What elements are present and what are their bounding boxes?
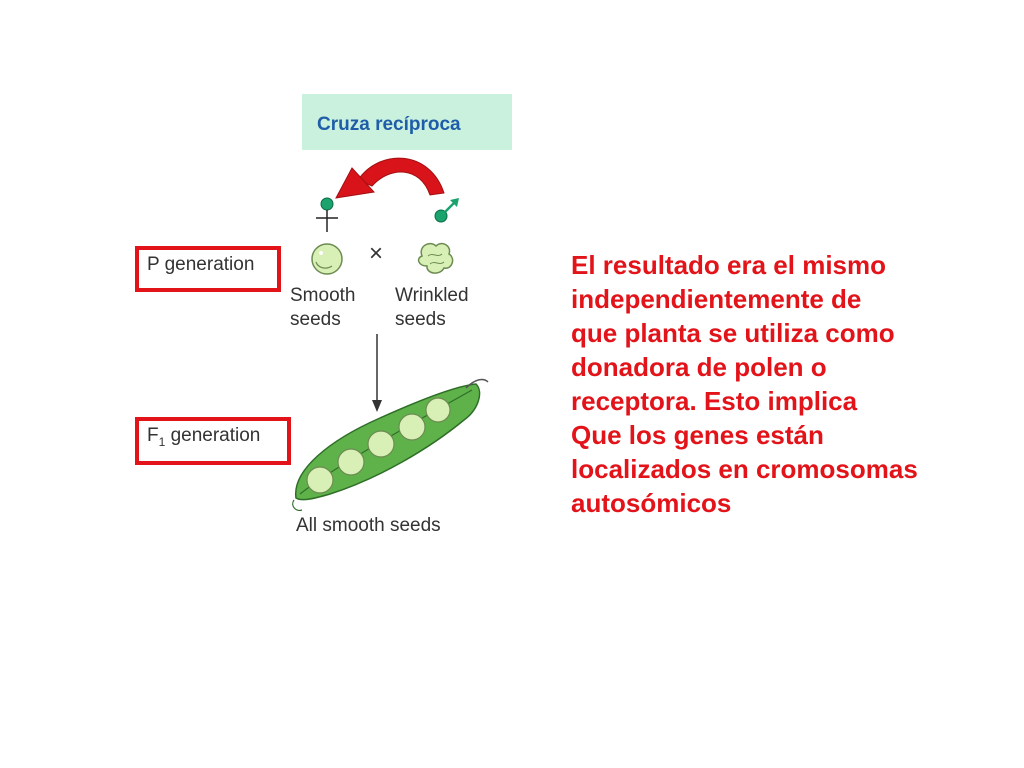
wrinkled-seeds-caption: Wrinkled seeds [395, 284, 469, 332]
wrinkled-caption-line1: Wrinkled [395, 285, 469, 306]
down-arrow-icon [372, 334, 382, 412]
pod-seeds [306, 397, 451, 494]
pea-pod-icon [292, 378, 489, 511]
wrinkled-caption-line2: seeds [395, 309, 446, 330]
f1-generation-label: F1 generation [147, 425, 260, 449]
smooth-seeds-caption: Smooth seeds [290, 284, 355, 332]
female-symbol-icon [316, 197, 338, 232]
smooth-caption-line1: Smooth [290, 285, 356, 306]
explanation-line: Que los genes están [571, 420, 824, 450]
cross-symbol: × [369, 240, 384, 267]
title-box: Cruza recíproca [302, 94, 512, 150]
f1-prefix: F [147, 425, 159, 446]
explanation-line: receptora. Esto implica [571, 386, 858, 416]
f1-subscript: 1 [158, 434, 166, 449]
p-generation-box: P generation [135, 246, 281, 292]
explanation-line: que planta se utiliza como [571, 318, 895, 348]
f1-generation-box: F1 generation [135, 417, 291, 465]
title: Cruza recíproca [317, 114, 461, 135]
smooth-seed-icon [311, 243, 343, 275]
male-symbol-icon [434, 198, 459, 223]
smooth-caption-line2: seeds [290, 309, 341, 330]
f1-suffix: generation [165, 425, 261, 446]
explanation-line: autosómicos [571, 488, 732, 518]
explanation-line: donadora de polen o [571, 352, 827, 382]
result-caption: All smooth seeds [296, 515, 441, 536]
explanation-text: El resultado era el mismo independientem… [571, 248, 1011, 520]
explanation-line: independientemente de [571, 284, 862, 314]
p-generation-label: P generation [147, 254, 255, 275]
explanation-line: localizados en cromosomas [571, 454, 918, 484]
wrinkled-seed-icon [417, 242, 454, 274]
explanation-line: El resultado era el mismo [571, 250, 887, 280]
reciprocal-arrow-icon [335, 157, 445, 199]
